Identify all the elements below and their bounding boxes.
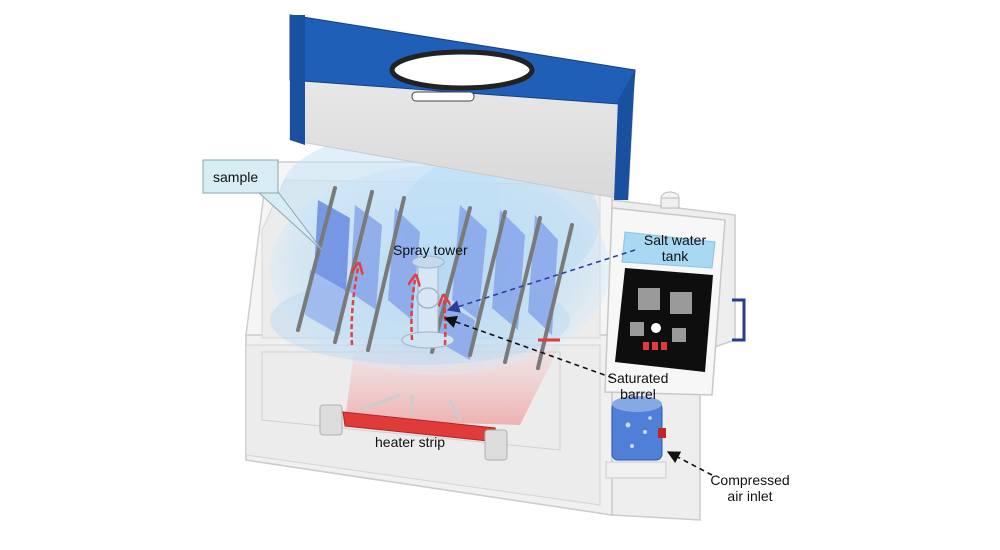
compressed-air-inlet-label-line1: Compressed bbox=[710, 472, 790, 488]
sample-panels bbox=[305, 200, 558, 360]
spray-flow-arrows bbox=[350, 268, 446, 346]
compressed-air-inlet-label: Compressed air inlet bbox=[695, 472, 805, 504]
saturated-barrel-label: Saturated barrel bbox=[598, 370, 678, 402]
spray-tower bbox=[401, 255, 455, 349]
salt-water-tank-label: Salt water tank bbox=[630, 232, 720, 264]
heater-strip bbox=[342, 393, 499, 443]
sample-callout bbox=[202, 159, 323, 251]
compressed-air-inlet-label-line2: air inlet bbox=[727, 488, 773, 504]
saturated-air-arrow bbox=[443, 315, 614, 379]
salt-water-tank-label-line1: Salt water bbox=[643, 232, 707, 248]
heater-strip-label: heater strip bbox=[375, 434, 446, 450]
side-handle bbox=[732, 298, 746, 342]
saturated-barrel bbox=[605, 396, 667, 479]
salt-water-tank-label-line2: tank bbox=[661, 248, 689, 264]
spray-tower-label: Spray tower bbox=[393, 242, 468, 258]
lid bbox=[289, 14, 636, 201]
sample-label: sample bbox=[213, 169, 259, 185]
salt-water-feed-arrow bbox=[446, 249, 636, 313]
control-panel bbox=[604, 191, 726, 396]
saturated-barrel-label-line1: Saturated bbox=[607, 370, 669, 386]
chamber-feet bbox=[319, 404, 508, 461]
saturated-barrel-label-line2: barrel bbox=[620, 386, 656, 402]
